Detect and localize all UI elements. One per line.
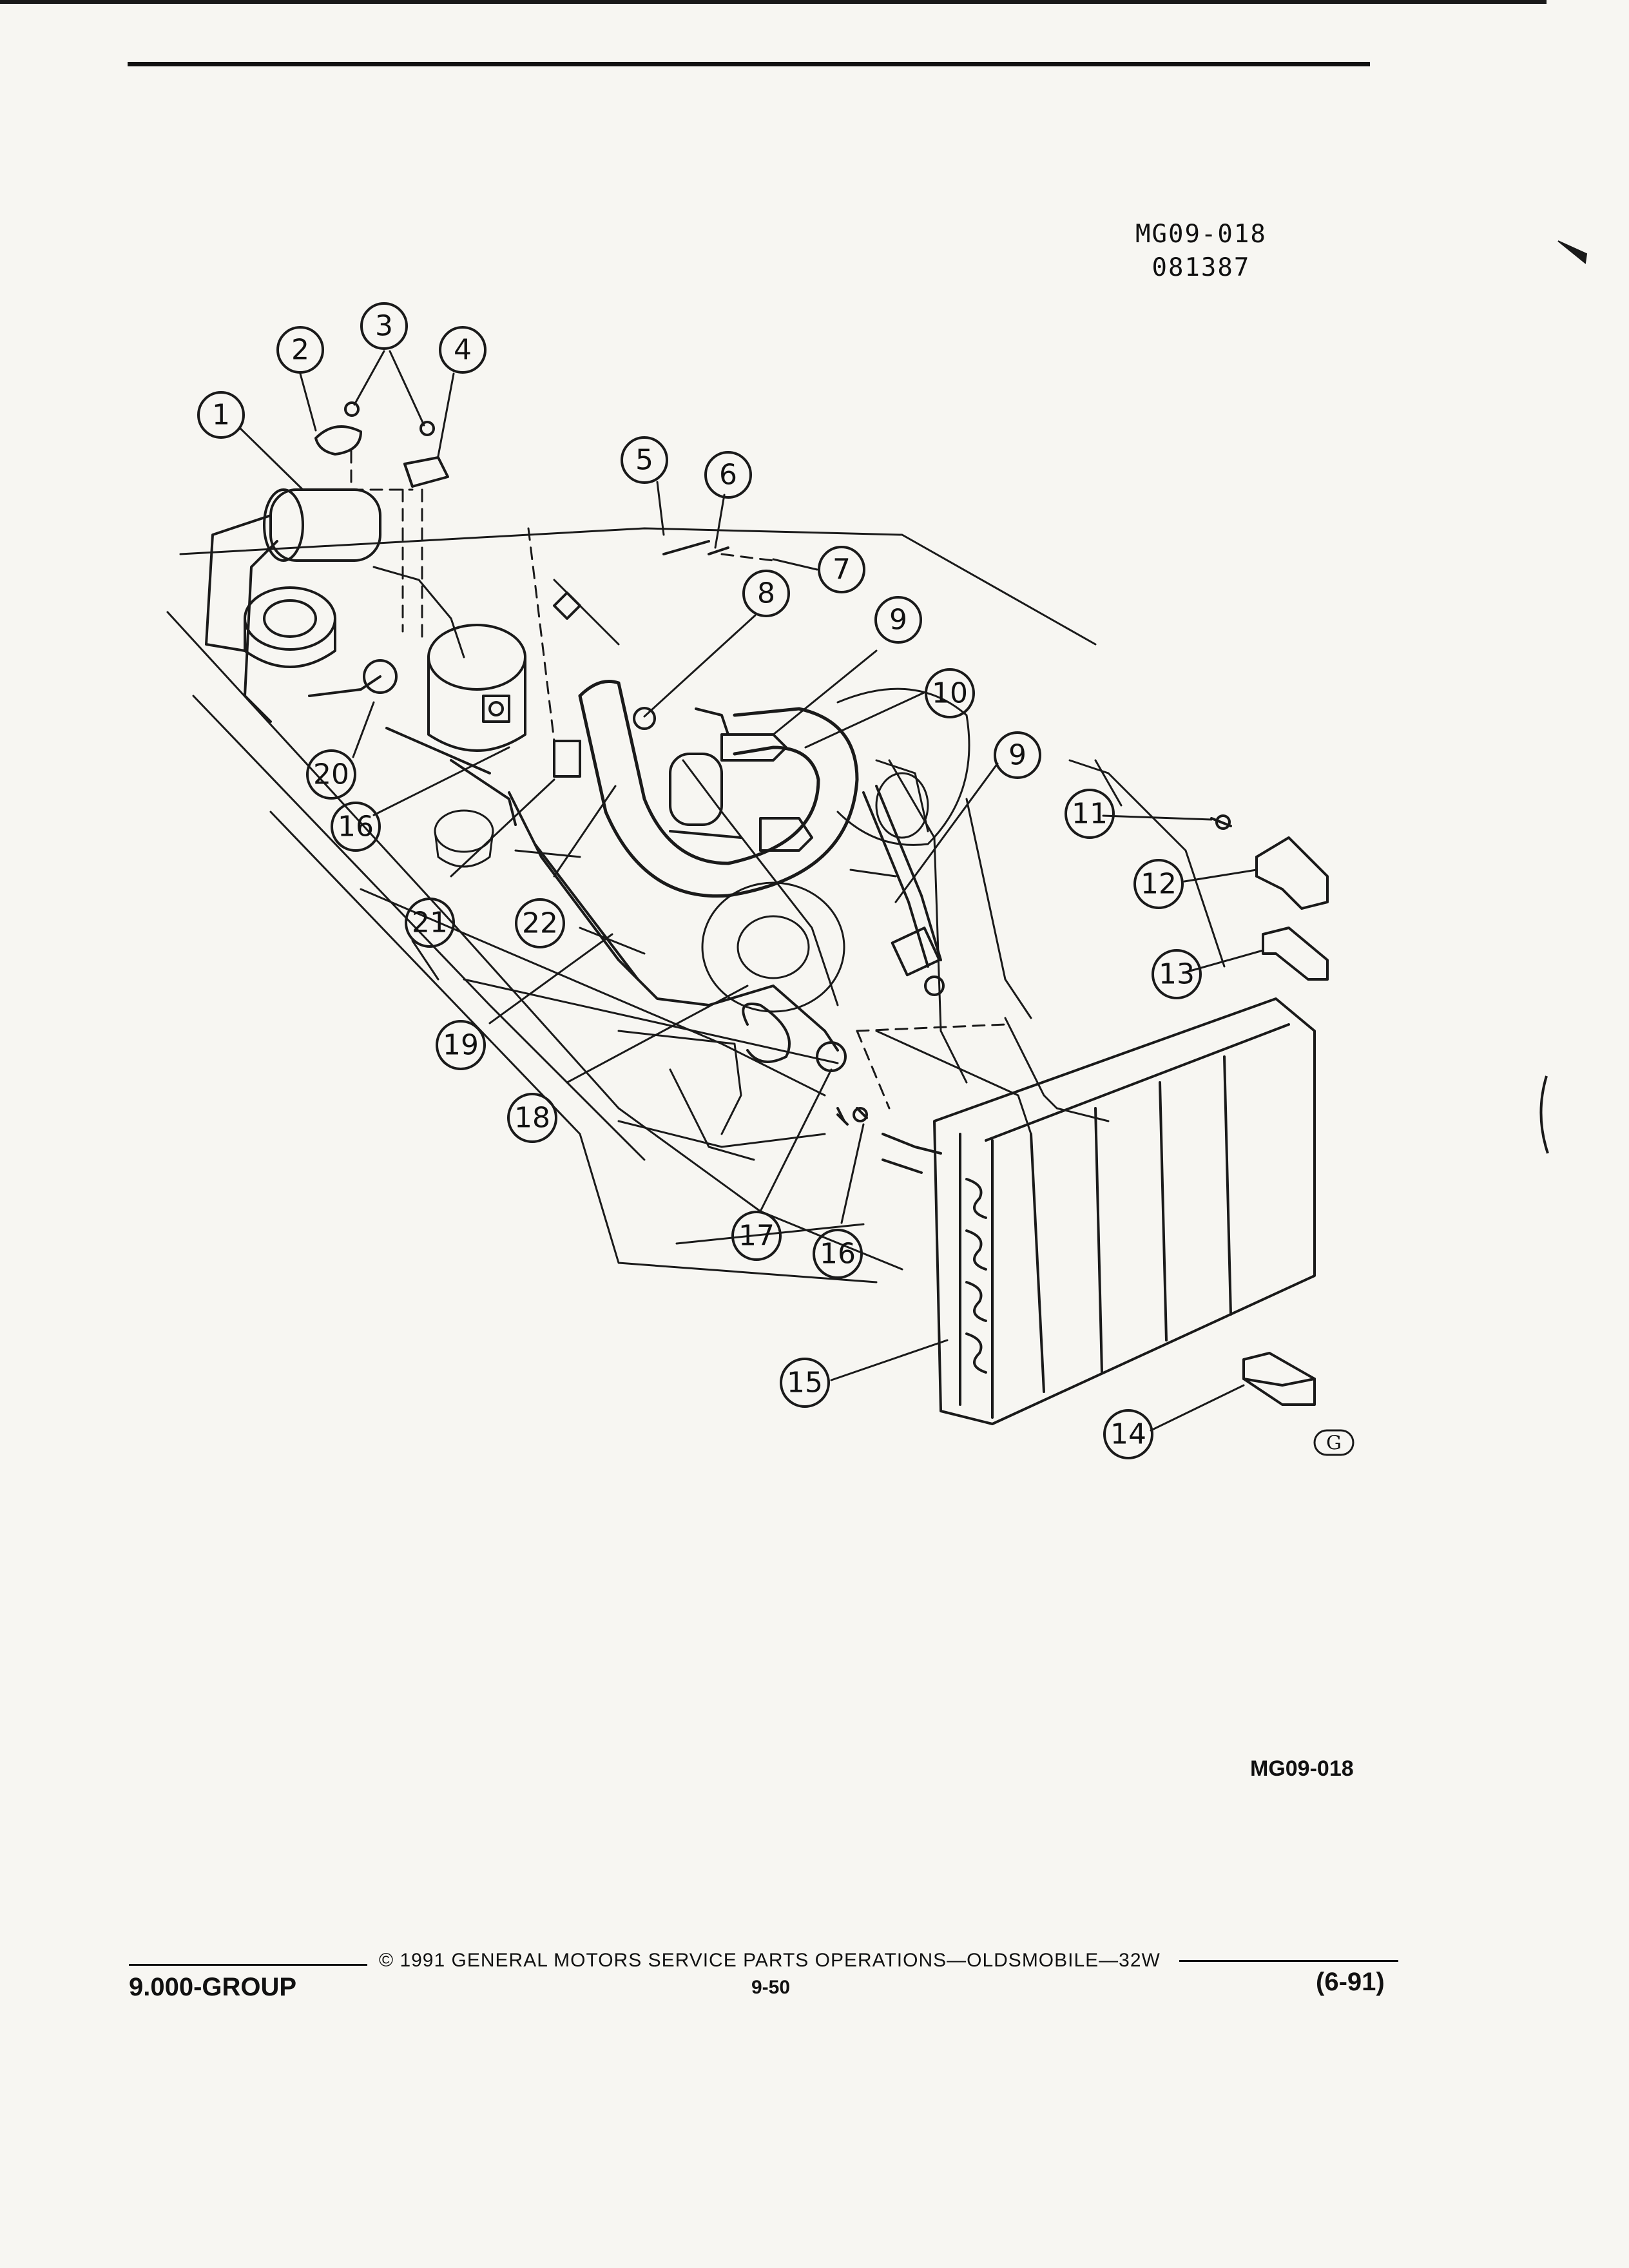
insulator-part-14 (1242, 1352, 1316, 1406)
callout-15: 15 (780, 1358, 830, 1408)
header-rule (128, 62, 1370, 66)
callout-15-label: 15 (787, 1367, 823, 1399)
figure-code-bottom: MG09-018 (1250, 1756, 1354, 1781)
callout-9-lower-label: 9 (1008, 739, 1027, 772)
callout-17: 17 (731, 1211, 782, 1261)
figure-code: MG09-018 (1135, 220, 1267, 249)
callout-16-upper: 16 (331, 802, 381, 852)
callout-2-label: 2 (291, 334, 309, 367)
bracket-part-13 (1262, 927, 1329, 981)
callout-13: 13 (1152, 949, 1202, 999)
callout-9-upper: 9 (874, 596, 922, 644)
callout-19: 19 (436, 1020, 486, 1070)
callout-13-label: 13 (1159, 958, 1195, 991)
condenser (882, 997, 1316, 1425)
callout-10: 10 (925, 668, 975, 718)
mount-bolts (836, 1107, 868, 1126)
callout-5: 5 (621, 436, 668, 484)
callout-16-upper-label: 16 (338, 811, 374, 843)
footer-copyright: © 1991 GENERAL MOTORS SERVICE PARTS OPER… (379, 1950, 1161, 1971)
liquid-line (862, 785, 945, 996)
callout-9-lower: 9 (994, 731, 1041, 779)
callout-8: 8 (742, 570, 790, 617)
callout-21-label: 21 (412, 907, 448, 939)
callout-14: 14 (1103, 1409, 1153, 1459)
callout-19-label: 19 (443, 1029, 479, 1062)
gm-logo-mark: G (1313, 1429, 1354, 1456)
callout-22: 22 (515, 898, 565, 948)
accumulator-canister (205, 488, 381, 723)
callout-5-label: 5 (635, 444, 653, 477)
callout-1-label: 1 (212, 399, 230, 432)
callout-14-label: 14 (1110, 1418, 1146, 1451)
callout-2: 2 (276, 326, 324, 374)
receiver-drier (633, 707, 813, 852)
engine-block (372, 566, 970, 1013)
callout-3: 3 (360, 302, 408, 350)
callout-7-label: 7 (833, 553, 851, 586)
callout-7: 7 (818, 546, 865, 593)
footer-group: 9.000-GROUP (129, 1973, 297, 2001)
callout-3-label: 3 (375, 310, 393, 343)
callout-20: 20 (306, 749, 356, 800)
callout-17-label: 17 (738, 1220, 775, 1253)
callout-18: 18 (507, 1093, 557, 1143)
assembly-guide-lines (350, 450, 1007, 1110)
figure-date: 081387 (1152, 253, 1251, 282)
compressor (427, 624, 526, 752)
callout-11-label: 11 (1072, 798, 1108, 831)
footer-rule-right (1179, 1960, 1398, 1962)
small-parts-group (314, 401, 449, 488)
callout-8-label: 8 (757, 577, 775, 610)
callout-4-label: 4 (454, 334, 472, 367)
suction-hose (578, 680, 859, 898)
engine-bay-outline (166, 527, 1226, 1283)
discharge-line (508, 791, 847, 1122)
callout-11: 11 (1065, 789, 1115, 839)
fittings (308, 540, 729, 826)
margin-marks (1539, 240, 1588, 1154)
page-top-rule (0, 0, 1547, 4)
callout-16-lower: 16 (813, 1229, 863, 1279)
callout-21: 21 (405, 898, 455, 948)
callout-6: 6 (704, 451, 752, 499)
callouts: 1 2 3 4 5 6 7 8 (197, 302, 1202, 1459)
gm-logo-letter: G (1326, 1432, 1342, 1455)
callout-leaders (238, 350, 1264, 1432)
callout-10-label: 10 (932, 677, 968, 710)
footer-rule-left (129, 1964, 367, 1966)
pulley (244, 586, 336, 668)
footer-page-number: 9-50 (751, 1977, 791, 1998)
callout-12-label: 12 (1141, 868, 1177, 901)
callout-1: 1 (197, 391, 245, 439)
callout-9-upper-label: 9 (889, 604, 907, 637)
callout-22-label: 22 (522, 907, 558, 940)
callout-6-label: 6 (719, 459, 737, 492)
footer-date: (6-91) (1316, 1968, 1385, 1996)
callout-16-lower-label: 16 (820, 1238, 856, 1271)
figure-id: MG09-018 081387 (1135, 218, 1267, 285)
bracket-part-12 (1210, 814, 1329, 910)
callout-20-label: 20 (313, 758, 349, 791)
callout-18-label: 18 (514, 1102, 550, 1135)
callout-4: 4 (439, 326, 487, 374)
callout-12: 12 (1133, 859, 1184, 909)
